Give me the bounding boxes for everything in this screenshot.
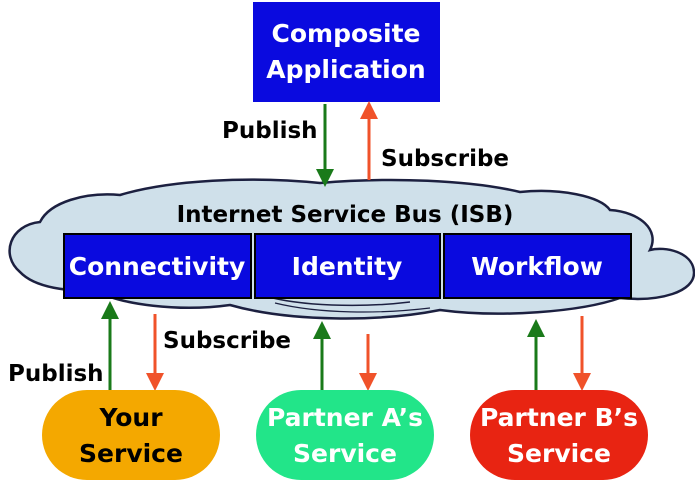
bus-title: Internet Service Bus (ISB) (177, 202, 514, 228)
composite-app-line2: Application (266, 55, 425, 84)
top-subscribe-label: Subscribe (381, 146, 509, 172)
partner-a-service-node[interactable]: Partner A’s Service (256, 390, 434, 480)
composite-app-line1: Composite (272, 19, 421, 48)
your-service-line2: Service (79, 439, 183, 468)
module-connectivity-label: Connectivity (69, 252, 246, 281)
your-service-node[interactable]: Your Service (42, 390, 220, 480)
partner-b-line2: Service (507, 439, 611, 468)
partner-b-service-node[interactable]: Partner B’s Service (470, 390, 648, 480)
partner-a-line2: Service (293, 439, 397, 468)
bottom-publish-label: Publish (8, 361, 104, 387)
module-connectivity[interactable]: Connectivity (63, 233, 252, 299)
your-service-line1: Your (98, 403, 163, 432)
partner-a-line1: Partner A’s (267, 403, 423, 432)
module-identity-label: Identity (292, 252, 403, 281)
top-publish-label: Publish (222, 118, 318, 144)
module-workflow-label: Workflow (471, 252, 603, 281)
bottom-subscribe-label: Subscribe (163, 328, 291, 354)
module-identity[interactable]: Identity (254, 233, 441, 299)
composite-application-box[interactable]: Composite Application (253, 2, 440, 102)
module-workflow[interactable]: Workflow (443, 233, 632, 299)
partner-b-line1: Partner B’s (480, 403, 638, 432)
